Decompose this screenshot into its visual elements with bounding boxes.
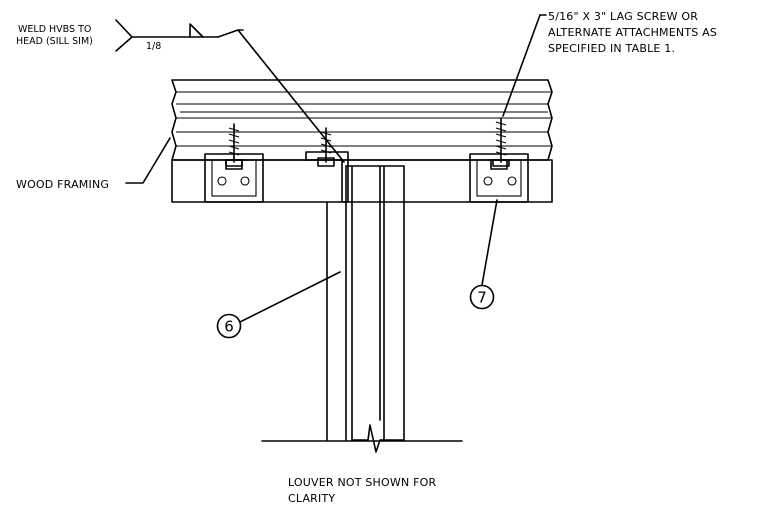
wood-framing-leader (125, 137, 171, 184)
lag-screw-right (492, 117, 510, 167)
callout-7-number: 7 (477, 289, 487, 307)
weld-symbol (115, 19, 345, 163)
callout-7: 7 (469, 199, 498, 310)
lag-note-line2: ALTERNATE ATTACHMENTS AS (548, 26, 717, 39)
lag-note-line3: SPECIFIED IN TABLE 1. (548, 42, 675, 55)
lag-screw-leader (502, 14, 547, 117)
callout-6: 6 (216, 271, 341, 339)
clip-right (469, 153, 529, 203)
weld-size: 1/8 (146, 41, 161, 52)
weld-note-line2: HEAD (SILL SIM) (16, 36, 93, 47)
louver-note-line1: LOUVER NOT SHOWN FOR (288, 476, 436, 489)
weld-note-line1: WELD HVBS TO (18, 24, 91, 35)
mullion (326, 165, 405, 453)
callout-6-number: 6 (224, 318, 234, 336)
lag-screw-left (225, 123, 243, 167)
wood-framing-label: WOOD FRAMING (16, 178, 109, 191)
head-clip-plate (305, 151, 349, 203)
lag-note-line1: 5/16" X 3" LAG SCREW OR (548, 10, 698, 23)
louver-note-line2: CLARITY (288, 492, 335, 505)
wood-framing-head (171, 79, 553, 203)
